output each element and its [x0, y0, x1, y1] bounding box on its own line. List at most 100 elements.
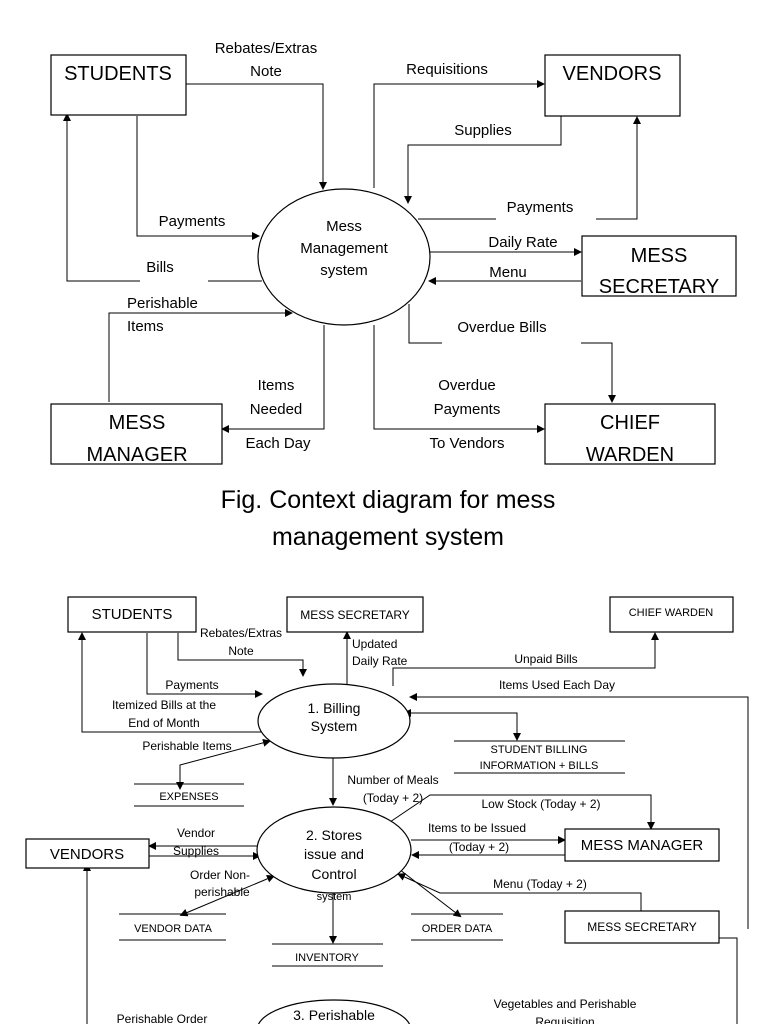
- label-bills: Bills: [146, 259, 174, 276]
- label-menu: Menu: [489, 264, 527, 281]
- process2-billing-label-1: 1. Billing: [308, 700, 361, 716]
- flow2-vegetables-requisition: [719, 937, 738, 1024]
- label2-today-plus-2: (Today + 2): [363, 791, 423, 805]
- figure-caption-line-2: management system: [272, 523, 504, 551]
- label2-perishable: perishable: [194, 885, 250, 899]
- flow-overdue-payments: [373, 325, 545, 433]
- datastore-inventory: INVENTORY: [272, 943, 383, 967]
- label-supplies: Supplies: [454, 122, 512, 139]
- flow-items-needed: [221, 325, 325, 433]
- entity-mess-secretary: [581, 235, 737, 297]
- datastore-inventory-label: INVENTORY: [295, 952, 359, 964]
- process2-billing: [257, 683, 411, 759]
- entity-students-label: STUDENTS: [64, 63, 172, 85]
- label-payments-overdue: Payments: [434, 401, 501, 418]
- entity-mess-secretary-label-1: MESS: [631, 245, 688, 267]
- datastore-vendor-data: VENDOR DATA: [119, 913, 226, 941]
- label-overdue: Overdue: [438, 377, 496, 394]
- flow2-perishable-items: [176, 738, 271, 790]
- entity2-mess-manager: [564, 828, 720, 862]
- label-rebates-extras: Rebates/Extras: [215, 40, 318, 57]
- process-label-1: Mess: [326, 218, 362, 235]
- label2-perishable-order: Perishable Order: [117, 1012, 208, 1024]
- datastore-expenses-label: EXPENSES: [159, 791, 218, 803]
- entity2-mess-secretary-bottom-label: MESS SECRETARY: [587, 920, 697, 934]
- flow-overdue-bills-a: [408, 304, 442, 344]
- label2-items-to-be-issued: Items to be Issued: [428, 821, 526, 835]
- entity-vendors: [544, 54, 681, 117]
- flow2-payments: [146, 633, 263, 698]
- label-payments-vendors: Payments: [507, 199, 574, 216]
- flow-perishable-items: [108, 309, 293, 402]
- entity2-vendors: [25, 838, 150, 869]
- entity-chief-warden-label-2: WARDEN: [586, 444, 674, 466]
- label2-supplies: Supplies: [173, 844, 219, 858]
- entity-vendors-label: VENDORS: [563, 63, 662, 85]
- label2-low-stock: Low Stock (Today + 2): [481, 797, 600, 811]
- datastore-student-billing-label-1: STUDENT BILLING: [491, 744, 588, 756]
- label2-unpaid-bills: Unpaid Bills: [514, 652, 577, 666]
- label-items-needed-2: Needed: [250, 401, 303, 418]
- label2-order-non: Order Non-: [190, 868, 250, 882]
- entity2-vendors-label: VENDORS: [50, 846, 124, 863]
- datastore-order-data-label: ORDER DATA: [422, 923, 493, 935]
- label2-number-of-meals: Number of Meals: [347, 773, 438, 787]
- flow2-low-stock: [389, 794, 655, 830]
- label-perishable: Perishable: [127, 295, 198, 312]
- label-note: Note: [250, 63, 282, 80]
- label-overdue-bills: Overdue Bills: [457, 319, 546, 336]
- label2-items-today-plus-2: (Today + 2): [449, 840, 509, 854]
- label2-vendor: Vendor: [177, 826, 215, 840]
- process-label-2: Management: [300, 240, 388, 257]
- label2-menu-today: Menu (Today + 2): [493, 877, 587, 891]
- label-each-day: Each Day: [245, 435, 311, 452]
- label2-updated: Updated: [352, 637, 397, 651]
- datastore-order-data: ORDER DATA: [411, 913, 503, 941]
- entity-mess-manager: [50, 403, 223, 465]
- label-payments-students: Payments: [159, 213, 226, 230]
- label-to-vendors: To Vendors: [429, 435, 504, 452]
- entity-chief-warden-label-1: CHIEF: [600, 412, 660, 434]
- entity-mess-manager-label-2: MANAGER: [86, 444, 187, 466]
- label-items-needed-1: Items: [258, 377, 295, 394]
- entity-students: [50, 54, 187, 116]
- process2-stores-label-4: system: [317, 891, 352, 903]
- flow-supplies: [404, 116, 562, 204]
- entity2-chief-warden: [609, 596, 734, 633]
- flow2-unpaid-bills: [392, 632, 659, 686]
- flow-payments-students: [136, 116, 260, 240]
- flow2-order-data: [394, 865, 462, 918]
- process2-stores-label-1: 2. Stores: [306, 827, 362, 843]
- entity2-students-label: STUDENTS: [92, 606, 173, 623]
- entity2-mess-manager-label: MESS MANAGER: [581, 837, 704, 854]
- flow2-rebates: [177, 633, 307, 677]
- entity2-mess-secretary-top: [286, 596, 424, 633]
- datastore-vendor-data-label: VENDOR DATA: [134, 923, 212, 935]
- label2-note: Note: [228, 644, 254, 658]
- label2-items-used-each-day: Items Used Each Day: [499, 678, 615, 692]
- level-1-dfd: STUDENTS MESS SECRETARY CHIEF WARDEN VEN…: [25, 596, 749, 1024]
- label-requisitions: Requisitions: [406, 61, 488, 78]
- label2-requisition: Requisition: [535, 1015, 594, 1024]
- label2-payments: Payments: [165, 678, 218, 692]
- flow-payments-vendors-b: [596, 116, 641, 220]
- label2-rebates-extras: Rebates/Extras: [200, 626, 282, 640]
- label-items: Items: [127, 318, 164, 335]
- flow-rebates-extras: [186, 83, 327, 190]
- datastore-student-billing: STUDENT BILLING INFORMATION + BILLS: [454, 740, 625, 774]
- entity2-chief-warden-label: CHIEF WARDEN: [629, 607, 714, 619]
- entity-chief-warden: [544, 403, 716, 465]
- label-daily-rate: Daily Rate: [488, 234, 557, 251]
- entity2-mess-secretary-top-label: MESS SECRETARY: [300, 608, 410, 622]
- entity2-students: [67, 596, 197, 633]
- flow-overdue-bills-b: [581, 342, 616, 403]
- process2-stores-label-2: issue and: [304, 846, 364, 862]
- flow2-itemized-bills: [78, 632, 262, 733]
- context-diagram: STUDENTS VENDORS MESS SECRETARY MESS MAN…: [50, 40, 737, 551]
- entity2-mess-secretary-bottom: [564, 910, 720, 944]
- process-mess-management: [257, 188, 431, 326]
- process2-perishable: [257, 999, 411, 1024]
- process-label-3: system: [320, 262, 368, 279]
- label2-vegetables-and-perishable: Vegetables and Perishable: [494, 997, 637, 1011]
